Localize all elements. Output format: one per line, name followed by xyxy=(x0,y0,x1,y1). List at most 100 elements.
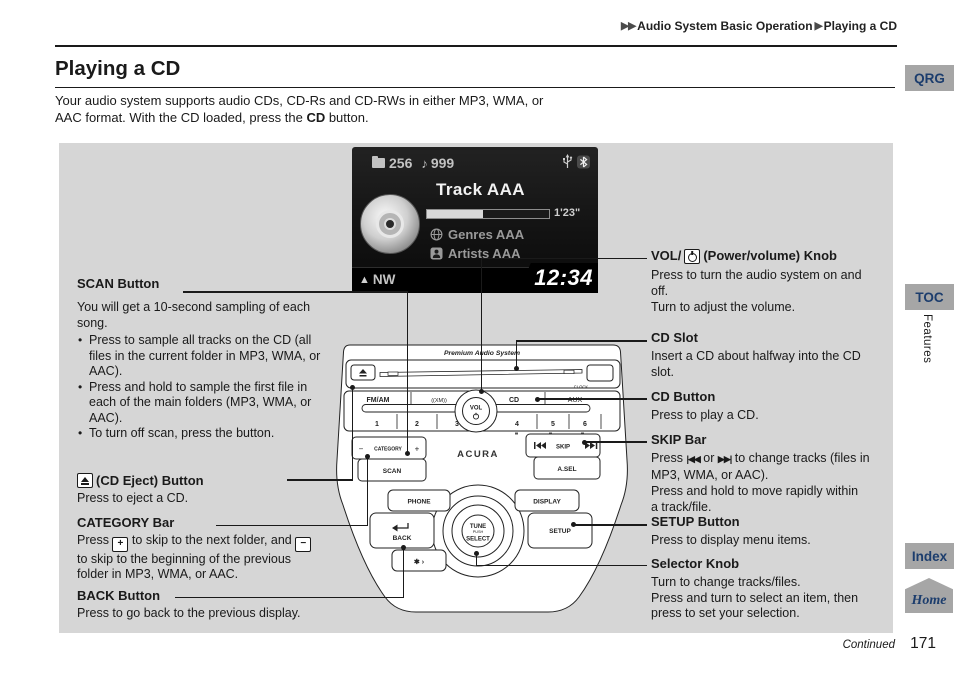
cd-disc-hole xyxy=(384,218,396,230)
cdslot-callout: CD Slot Insert a CD about halfway into t… xyxy=(651,330,891,380)
tab-index[interactable]: Index xyxy=(905,543,954,569)
preset-5: 5 xyxy=(551,421,555,428)
category-body-text1: Press xyxy=(77,533,109,547)
genres-label: Genres AAA xyxy=(448,227,525,242)
back-label: BACK xyxy=(393,535,412,542)
selector-callout-heading: Selector Knob xyxy=(651,556,740,571)
scan-leader-dot xyxy=(404,450,410,456)
skip-callout-heading: SKIP Bar xyxy=(651,432,707,447)
plus-icon: + xyxy=(112,536,129,552)
back-button-drawing xyxy=(369,512,435,549)
defrost-label: ✱ › xyxy=(414,558,425,566)
cdslot-callout-body: Insert a CD about halfway into the CD sl… xyxy=(651,349,861,379)
eject-leader-line xyxy=(287,479,353,481)
intro-paragraph: Your audio system supports audio CDs, CD… xyxy=(55,92,567,126)
setup-leader-line xyxy=(573,524,647,526)
cd-button-label: CD xyxy=(509,397,519,404)
skip-leader-line xyxy=(584,441,647,443)
clock-panel: 12:34 xyxy=(518,263,598,293)
back-callout-body: Press to go back to the previous display… xyxy=(77,606,301,620)
defrost-button-drawing xyxy=(391,549,447,572)
breadcrumb-separator-icon: ▶ xyxy=(814,20,823,32)
vol-knob-label: VOL xyxy=(470,406,483,412)
tab-qrg[interactable]: QRG xyxy=(905,65,954,91)
eject-leader-line-v xyxy=(351,386,353,480)
eject-leader-dot xyxy=(349,384,355,390)
power-button-icon xyxy=(684,248,701,264)
page-title: Playing a CD xyxy=(55,57,181,80)
skip-label: SKIP xyxy=(556,445,570,451)
intro-text: Your audio system supports audio CDs, CD… xyxy=(55,93,544,125)
tab-toc[interactable]: TOC xyxy=(905,284,954,310)
skip-body-text1: Press xyxy=(651,451,683,465)
push-label: PUSH xyxy=(473,530,484,534)
intro-text-end: button. xyxy=(325,110,369,125)
skip-callout-body2: Press and hold to move rapidly within a … xyxy=(651,484,859,514)
skip-back-icon: |◀◀ xyxy=(686,454,700,464)
audio-control-panel-illustration: Premium Audio System FM/AM ((XM)) CD AUX… xyxy=(336,344,628,613)
sidebar-features-label: Features xyxy=(921,314,933,364)
scan-bullet-2: Press and hold to sample the first file … xyxy=(77,380,321,427)
fm-am-button-label: FM/AM xyxy=(367,397,390,404)
cdslot-callout-heading: CD Slot xyxy=(651,330,698,345)
category-leader-dot xyxy=(364,453,370,459)
cdbutton-callout: CD Button Press to play a CD. xyxy=(651,389,891,424)
eject-callout-heading: (CD Eject) Button xyxy=(77,473,204,489)
cdbutton-callout-body: Press to play a CD. xyxy=(651,408,759,422)
xm-button-label: ((XM)) xyxy=(431,398,447,404)
scan-callout: SCAN Button You will get a 10-second sam… xyxy=(77,276,321,442)
vol-callout-body2: Turn to adjust the volume. xyxy=(651,300,796,314)
vol-callout-body1: Press to turn the audio system on and of… xyxy=(651,268,862,298)
skip-callout: SKIP Bar Press |◀◀ or ▶▶| to change trac… xyxy=(651,432,893,515)
vol-heading-pre: VOL/ xyxy=(651,248,682,263)
category-scan-wing: − CATEGORY + SCAN xyxy=(351,436,427,482)
breadcrumb-section[interactable]: Audio System Basic Operation xyxy=(637,19,813,33)
cd-disc-graphic xyxy=(360,194,420,254)
setup-button-drawing xyxy=(527,512,593,549)
clock-label: CLOCK xyxy=(574,385,589,390)
cdbutton-leader-line xyxy=(537,398,647,400)
intro-cd-bold: CD xyxy=(306,110,326,125)
compass-arrow-icon: ▲ xyxy=(359,273,370,286)
breadcrumb-arrows-icon: ▶▶ xyxy=(621,20,636,32)
compass-heading: NW xyxy=(372,272,396,287)
scan-bullet-3: To turn off scan, press the button. xyxy=(77,426,321,442)
cd-slot-opening xyxy=(379,369,583,377)
back-arrow-icon xyxy=(397,523,409,529)
selector-leader-dot xyxy=(473,550,479,556)
cdslot-leader-line xyxy=(516,340,647,342)
category-body-text3: to skip to the beginning of the previous… xyxy=(77,551,292,582)
continued-label: Continued xyxy=(842,639,895,651)
scan-callout-intro: You will get a 10-second sampling of eac… xyxy=(77,300,311,330)
cdbutton-leader-dot xyxy=(534,396,540,402)
file-count: 999 xyxy=(430,155,455,171)
bluetooth-icon xyxy=(577,155,590,168)
selector-callout: Selector Knob Turn to change tracks/file… xyxy=(651,556,891,622)
header-rule xyxy=(55,45,897,47)
lower-button-cluster: PHONE DISPLAY BACK SETUP TUNE PUSH SELEC… xyxy=(369,484,593,578)
tune-label: TUNE xyxy=(470,524,486,530)
category-plus-label: + xyxy=(415,445,420,454)
folder-icon xyxy=(372,156,385,168)
audio-display-screen: 256 ♪ 999 Track AAA 1'23" xyxy=(352,147,598,293)
skip-callout-body1: Press |◀◀ or ▶▶| to change tracks (files… xyxy=(651,451,891,483)
selector-leader-line-v xyxy=(475,553,477,566)
page-number: 171 xyxy=(910,635,936,652)
vol-leader-line xyxy=(481,257,647,259)
genres-row: Genres AAA xyxy=(430,227,524,242)
eject-callout-body: Press to eject a CD. xyxy=(77,490,189,505)
back-leader-line xyxy=(175,596,404,598)
display-label: DISPLAY xyxy=(533,499,561,506)
cd-eject-icon xyxy=(77,473,93,489)
back-leader-line-v xyxy=(402,547,404,598)
eject-icon xyxy=(359,369,367,374)
back-callout: BACK Button Press to go back to the prev… xyxy=(77,588,327,622)
category-label: CATEGORY xyxy=(374,447,402,453)
preset-4: 4 xyxy=(515,421,519,428)
category-callout-body: Press + to skip to the next folder, and … xyxy=(77,533,315,583)
back-leader-dot xyxy=(400,544,406,550)
title-rule xyxy=(55,87,895,88)
home-button[interactable]: Home xyxy=(905,578,953,613)
category-leader-line xyxy=(216,524,368,526)
